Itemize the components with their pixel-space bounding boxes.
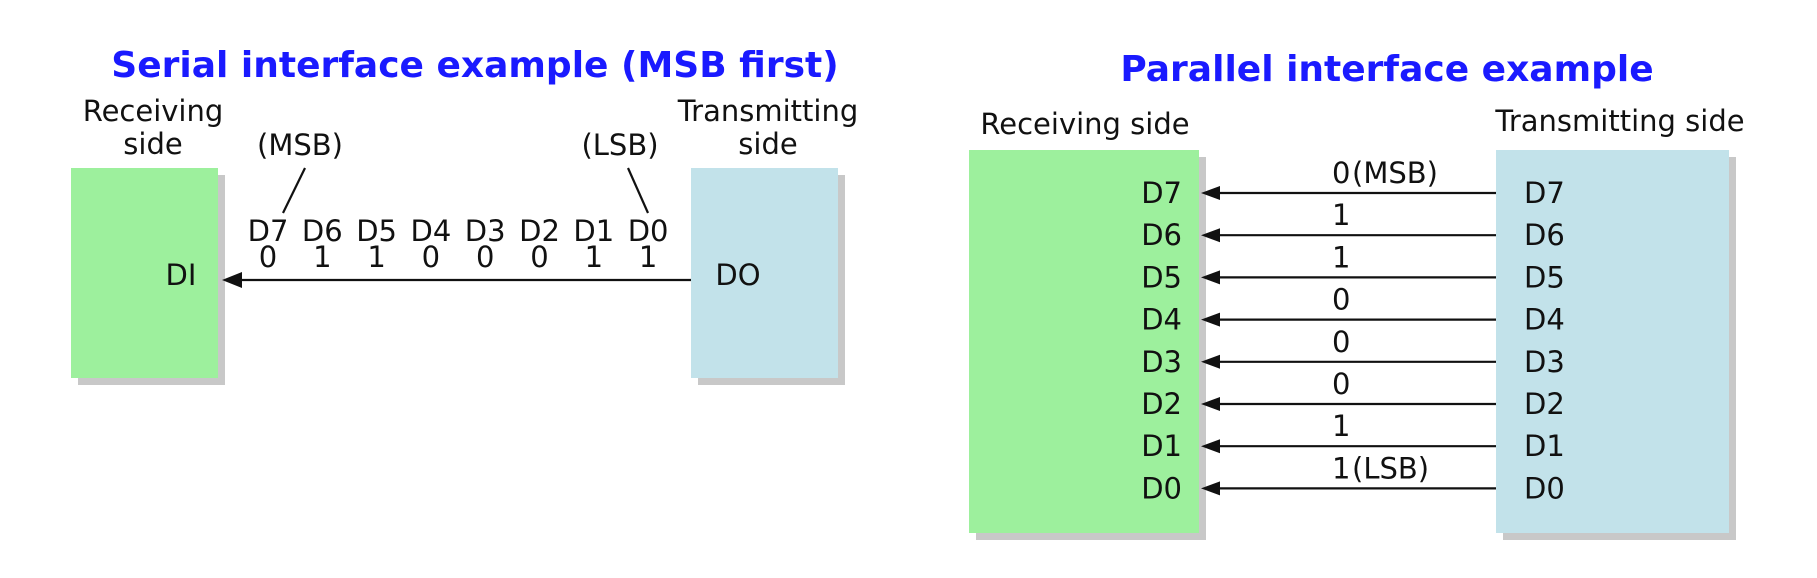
serial-arrowhead	[222, 272, 242, 288]
parallel-bit-value: 0	[1332, 367, 1350, 401]
parallel-transmitting-pin: D1	[1524, 429, 1565, 463]
parallel-transmitting-pin: D3	[1524, 345, 1565, 379]
serial-bit-value: 0	[259, 240, 277, 274]
parallel-receiving-label: Receiving side	[980, 107, 1189, 141]
parallel-transmitting-pin: D2	[1524, 387, 1565, 421]
serial-bit-name: D5	[356, 214, 397, 248]
serial-lsb-pointer	[626, 167, 650, 214]
parallel-transmitting-label: Transmitting side	[1494, 104, 1744, 138]
serial-bit-value: 0	[476, 240, 494, 274]
parallel-bit-value: 1	[1332, 409, 1350, 443]
serial-bit-value: 1	[639, 240, 657, 274]
parallel-arrowhead	[1201, 186, 1220, 200]
serial-bit-value: 1	[367, 240, 385, 274]
serial-msb-pointer	[282, 167, 306, 214]
serial-lsb-label: (LSB)	[581, 128, 658, 162]
parallel-receiving-pin: D0	[1141, 471, 1182, 505]
parallel-arrowhead	[1201, 228, 1220, 243]
serial-bit-name: D4	[411, 214, 452, 248]
serial-bit-value: 0	[422, 240, 440, 274]
serial-transmitting-label-line1: Transmitting	[677, 94, 859, 128]
parallel-arrowhead	[1201, 439, 1220, 454]
parallel-title: Parallel interface example	[1120, 49, 1653, 90]
parallel-transmitting-pin: D7	[1524, 176, 1565, 210]
parallel-receiving-pin: D2	[1141, 387, 1182, 421]
serial-output-pin: DO	[715, 258, 760, 292]
parallel-arrowhead	[1201, 397, 1220, 411]
parallel-bit-value: 1	[1332, 240, 1350, 274]
serial-transmitting-label-line2: side	[738, 127, 797, 161]
serial-bit-name: D1	[573, 214, 614, 248]
serial-receiving-box	[71, 168, 218, 378]
parallel-bit-value: 1	[1332, 451, 1350, 485]
serial-bit-value: 1	[585, 240, 603, 274]
serial-bit-name: D6	[302, 214, 343, 248]
parallel-bit-value: 0	[1332, 325, 1350, 359]
parallel-transmitting-pin: D0	[1524, 471, 1565, 505]
serial-receiving-label-line1: Receiving	[83, 94, 224, 128]
parallel-transmitting-pin: D5	[1524, 260, 1565, 294]
parallel-receiving-pin: D3	[1141, 345, 1182, 379]
parallel-transmitting-box	[1496, 150, 1729, 533]
serial-bit-value: 1	[313, 240, 331, 274]
serial-bit-name: D7	[248, 214, 289, 248]
serial-bit-name: D2	[519, 214, 560, 248]
serial-input-pin: DI	[166, 258, 197, 292]
parallel-arrowhead	[1201, 354, 1220, 369]
parallel-receiving-box	[969, 150, 1199, 533]
parallel-transmitting-pin: D4	[1524, 303, 1565, 337]
parallel-arrowhead	[1201, 270, 1220, 285]
serial-bit-name: D3	[465, 214, 506, 248]
parallel-arrowhead	[1201, 481, 1220, 496]
parallel-receiving-pin: D1	[1141, 429, 1182, 463]
parallel-arrowhead	[1201, 312, 1220, 327]
serial-bit-value: 0	[530, 240, 548, 274]
parallel-receiving-pin: D7	[1141, 176, 1182, 210]
serial-receiving-label-line2: side	[123, 127, 182, 161]
parallel-bit-note: (LSB)	[1352, 451, 1429, 485]
serial-bit-name: D0	[628, 214, 669, 248]
parallel-bit-value: 0	[1332, 156, 1350, 190]
parallel-bit-note: (MSB)	[1352, 156, 1438, 190]
parallel-bit-value: 1	[1332, 198, 1350, 232]
parallel-receiving-pin: D5	[1141, 260, 1182, 294]
parallel-receiving-pin: D4	[1141, 303, 1182, 337]
parallel-transmitting-pin: D6	[1524, 218, 1565, 252]
parallel-receiving-pin: D6	[1141, 218, 1182, 252]
serial-transmitting-box	[691, 168, 838, 378]
parallel-bit-value: 0	[1332, 283, 1350, 317]
serial-msb-label: (MSB)	[257, 128, 343, 162]
serial-title: Serial interface example (MSB first)	[111, 45, 838, 86]
